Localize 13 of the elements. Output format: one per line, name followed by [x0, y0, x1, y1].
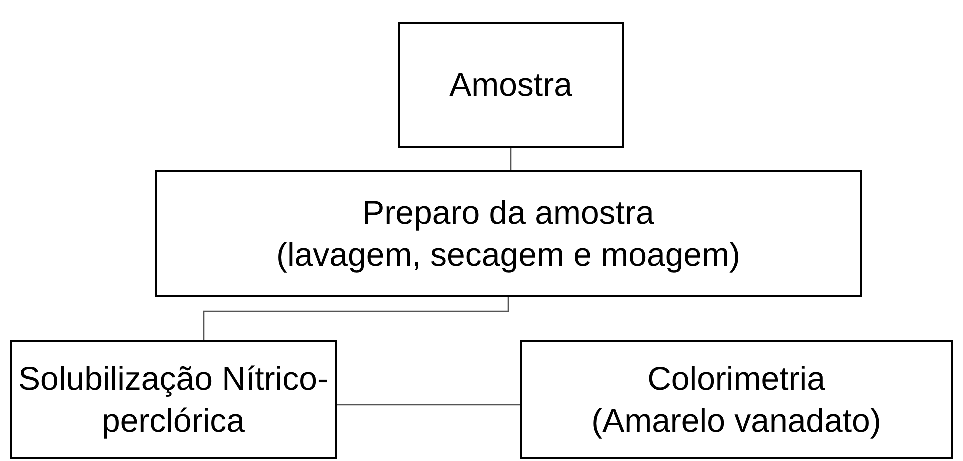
box-label: Solubilização Nítrico-perclórica [18, 359, 330, 441]
box-label: Amostra [450, 65, 572, 106]
connector-line [510, 148, 512, 170]
process-box [10, 340, 337, 459]
process-box [398, 22, 624, 148]
box-label: Preparo da amostra [362, 193, 654, 234]
connector-line [203, 297, 510, 340]
box-label: Colorimetria [648, 359, 826, 400]
process-box [155, 170, 862, 297]
process-box [520, 340, 953, 459]
connector-line [337, 404, 520, 406]
box-label: (lavagem, secagem e moagem) [276, 234, 741, 275]
box-label: (Amarelo vanadato) [592, 400, 882, 441]
